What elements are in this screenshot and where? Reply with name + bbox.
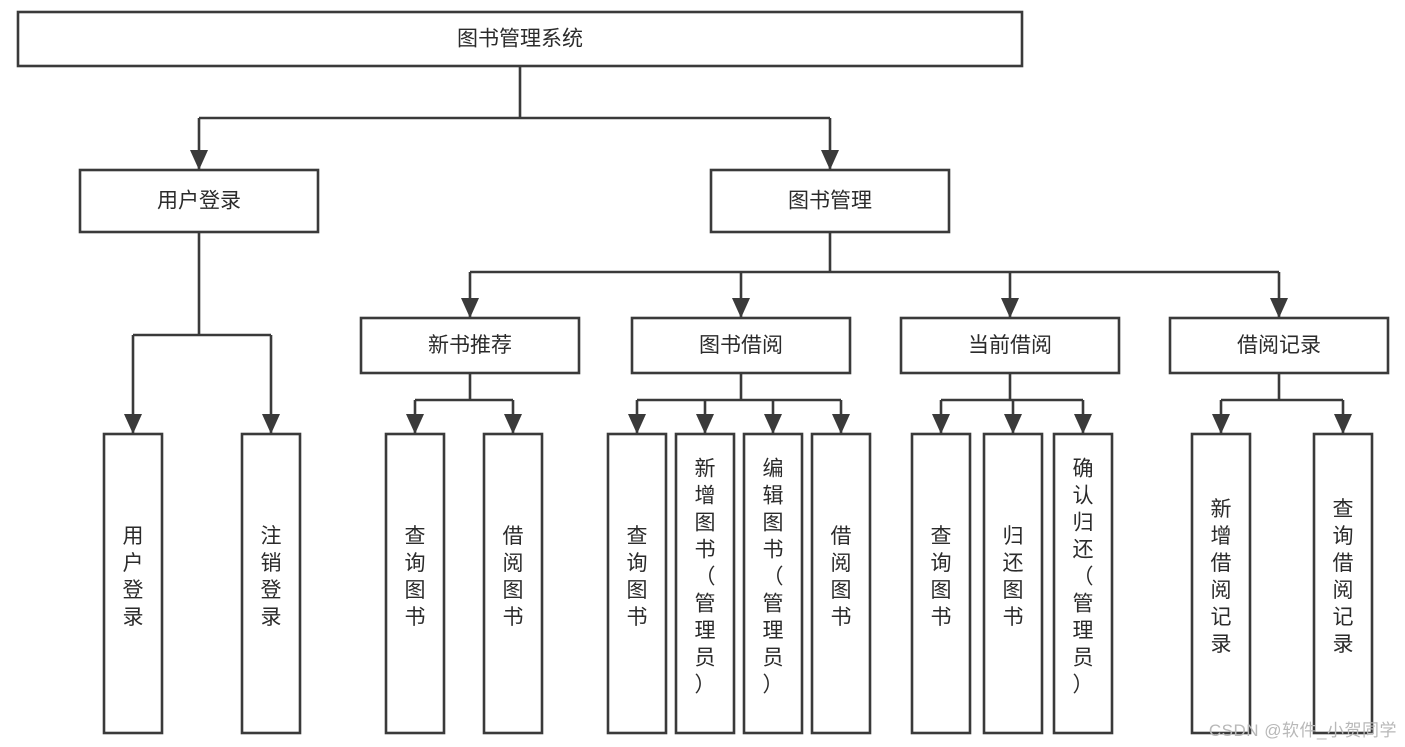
node-leaf-add-book-box[interactable] <box>674 432 736 735</box>
node-root[interactable]: 图书管理系统 <box>16 10 1024 68</box>
node-leaf-return-book[interactable]: 归还图书 <box>982 432 1044 735</box>
node-borrow-record-box[interactable] <box>1168 316 1390 375</box>
node-leaf-edit-book-label: 编辑图书（管理员） <box>763 458 784 697</box>
arrow-head-icon <box>1334 414 1352 434</box>
node-book-borrow-label: 图书借阅 <box>699 334 783 357</box>
node-new-book-rec-box[interactable] <box>359 316 581 375</box>
arrow-head-icon <box>932 414 950 434</box>
node-leaf-query-book-1-label: 查询图书 <box>405 525 426 629</box>
node-borrow-record-label: 借阅记录 <box>1237 334 1321 357</box>
node-leaf-borrow-book-2[interactable]: 借阅图书 <box>810 432 872 735</box>
arrow-head-icon <box>1212 414 1230 434</box>
node-leaf-query-record-box[interactable] <box>1312 432 1374 735</box>
arrow-head-icon <box>124 414 142 434</box>
node-book-manage-label: 图书管理 <box>788 190 872 213</box>
node-leaf-confirm-return-label: 确认归还（管理员） <box>1073 458 1094 697</box>
node-book-borrow[interactable]: 图书借阅 <box>630 316 852 375</box>
arrow-head-icon <box>190 150 208 170</box>
arrow-head-icon <box>764 414 782 434</box>
node-user-login[interactable]: 用户登录 <box>78 168 320 234</box>
arrow-head-icon <box>1074 414 1092 434</box>
arrow-head-icon <box>262 414 280 434</box>
node-book-manage[interactable]: 图书管理 <box>709 168 951 234</box>
arrow-head-icon <box>1001 298 1019 318</box>
node-new-book-rec-label: 新书推荐 <box>428 334 512 357</box>
node-leaf-user-logout-label: 注销登录 <box>261 525 282 629</box>
node-root-box[interactable] <box>16 10 1024 68</box>
node-leaf-query-book-1-box[interactable] <box>384 432 446 735</box>
node-leaf-confirm-return-box[interactable] <box>1052 432 1114 735</box>
node-leaf-borrow-book-1[interactable]: 借阅图书 <box>482 432 544 735</box>
node-leaf-confirm-return[interactable]: 确认归还（管理员） <box>1052 432 1114 735</box>
node-user-login-label: 用户登录 <box>157 190 241 213</box>
node-leaf-add-book[interactable]: 新增图书（管理员） <box>674 432 736 735</box>
node-leaf-edit-book[interactable]: 编辑图书（管理员） <box>742 432 804 735</box>
node-leaf-borrow-book-2-box[interactable] <box>810 432 872 735</box>
arrow-head-icon <box>696 414 714 434</box>
node-leaf-query-record-label: 查询借阅记录 <box>1333 498 1354 656</box>
arrow-head-icon <box>832 414 850 434</box>
node-leaf-user-logout-box[interactable] <box>240 432 302 735</box>
node-current-borrow[interactable]: 当前借阅 <box>899 316 1121 375</box>
node-borrow-record[interactable]: 借阅记录 <box>1168 316 1390 375</box>
node-leaf-user-login-box[interactable] <box>102 432 164 735</box>
arrow-head-icon <box>1004 414 1022 434</box>
csdn-watermark: CSDN @软件_小贺同学 <box>1208 721 1397 740</box>
arrow-head-icon <box>821 150 839 170</box>
arrow-head-icon <box>461 298 479 318</box>
arrow-head-icon <box>1270 298 1288 318</box>
node-boxes-group: 图书管理系统用户登录用户登录注销登录图书管理新书推荐查询图书借阅图书图书借阅查询… <box>16 10 1390 735</box>
node-leaf-query-book-2-box[interactable] <box>606 432 668 735</box>
node-leaf-query-book-3-box[interactable] <box>910 432 972 735</box>
node-root-label: 图书管理系统 <box>457 28 583 51</box>
node-leaf-user-logout[interactable]: 注销登录 <box>240 432 302 735</box>
node-leaf-borrow-book-1-box[interactable] <box>482 432 544 735</box>
node-leaf-borrow-book-2-label: 借阅图书 <box>831 525 852 629</box>
node-leaf-query-book-3-label: 查询图书 <box>931 525 952 629</box>
node-leaf-user-login[interactable]: 用户登录 <box>102 432 164 735</box>
node-leaf-add-record-label: 新增借阅记录 <box>1211 498 1232 656</box>
arrow-head-icon <box>504 414 522 434</box>
node-leaf-add-record-box[interactable] <box>1190 432 1252 735</box>
connector-lines-group <box>124 66 1352 434</box>
node-current-borrow-box[interactable] <box>899 316 1121 375</box>
node-leaf-query-book-2[interactable]: 查询图书 <box>606 432 668 735</box>
node-book-borrow-box[interactable] <box>630 316 852 375</box>
node-leaf-add-book-label: 新增图书（管理员） <box>695 458 716 697</box>
node-current-borrow-label: 当前借阅 <box>968 334 1052 357</box>
node-leaf-query-book-1[interactable]: 查询图书 <box>384 432 446 735</box>
arrow-head-icon <box>406 414 424 434</box>
node-leaf-query-book-2-label: 查询图书 <box>627 525 648 629</box>
node-leaf-borrow-book-1-label: 借阅图书 <box>503 525 524 629</box>
arrow-head-icon <box>628 414 646 434</box>
node-user-login-box[interactable] <box>78 168 320 234</box>
node-leaf-return-book-box[interactable] <box>982 432 1044 735</box>
node-leaf-query-record[interactable]: 查询借阅记录 <box>1312 432 1374 735</box>
node-leaf-edit-book-box[interactable] <box>742 432 804 735</box>
node-leaf-user-login-label: 用户登录 <box>123 525 144 629</box>
node-book-manage-box[interactable] <box>709 168 951 234</box>
node-new-book-rec[interactable]: 新书推荐 <box>359 316 581 375</box>
arrow-head-icon <box>732 298 750 318</box>
node-leaf-query-book-3[interactable]: 查询图书 <box>910 432 972 735</box>
node-leaf-return-book-label: 归还图书 <box>1003 525 1024 629</box>
node-leaf-add-record[interactable]: 新增借阅记录 <box>1190 432 1252 735</box>
